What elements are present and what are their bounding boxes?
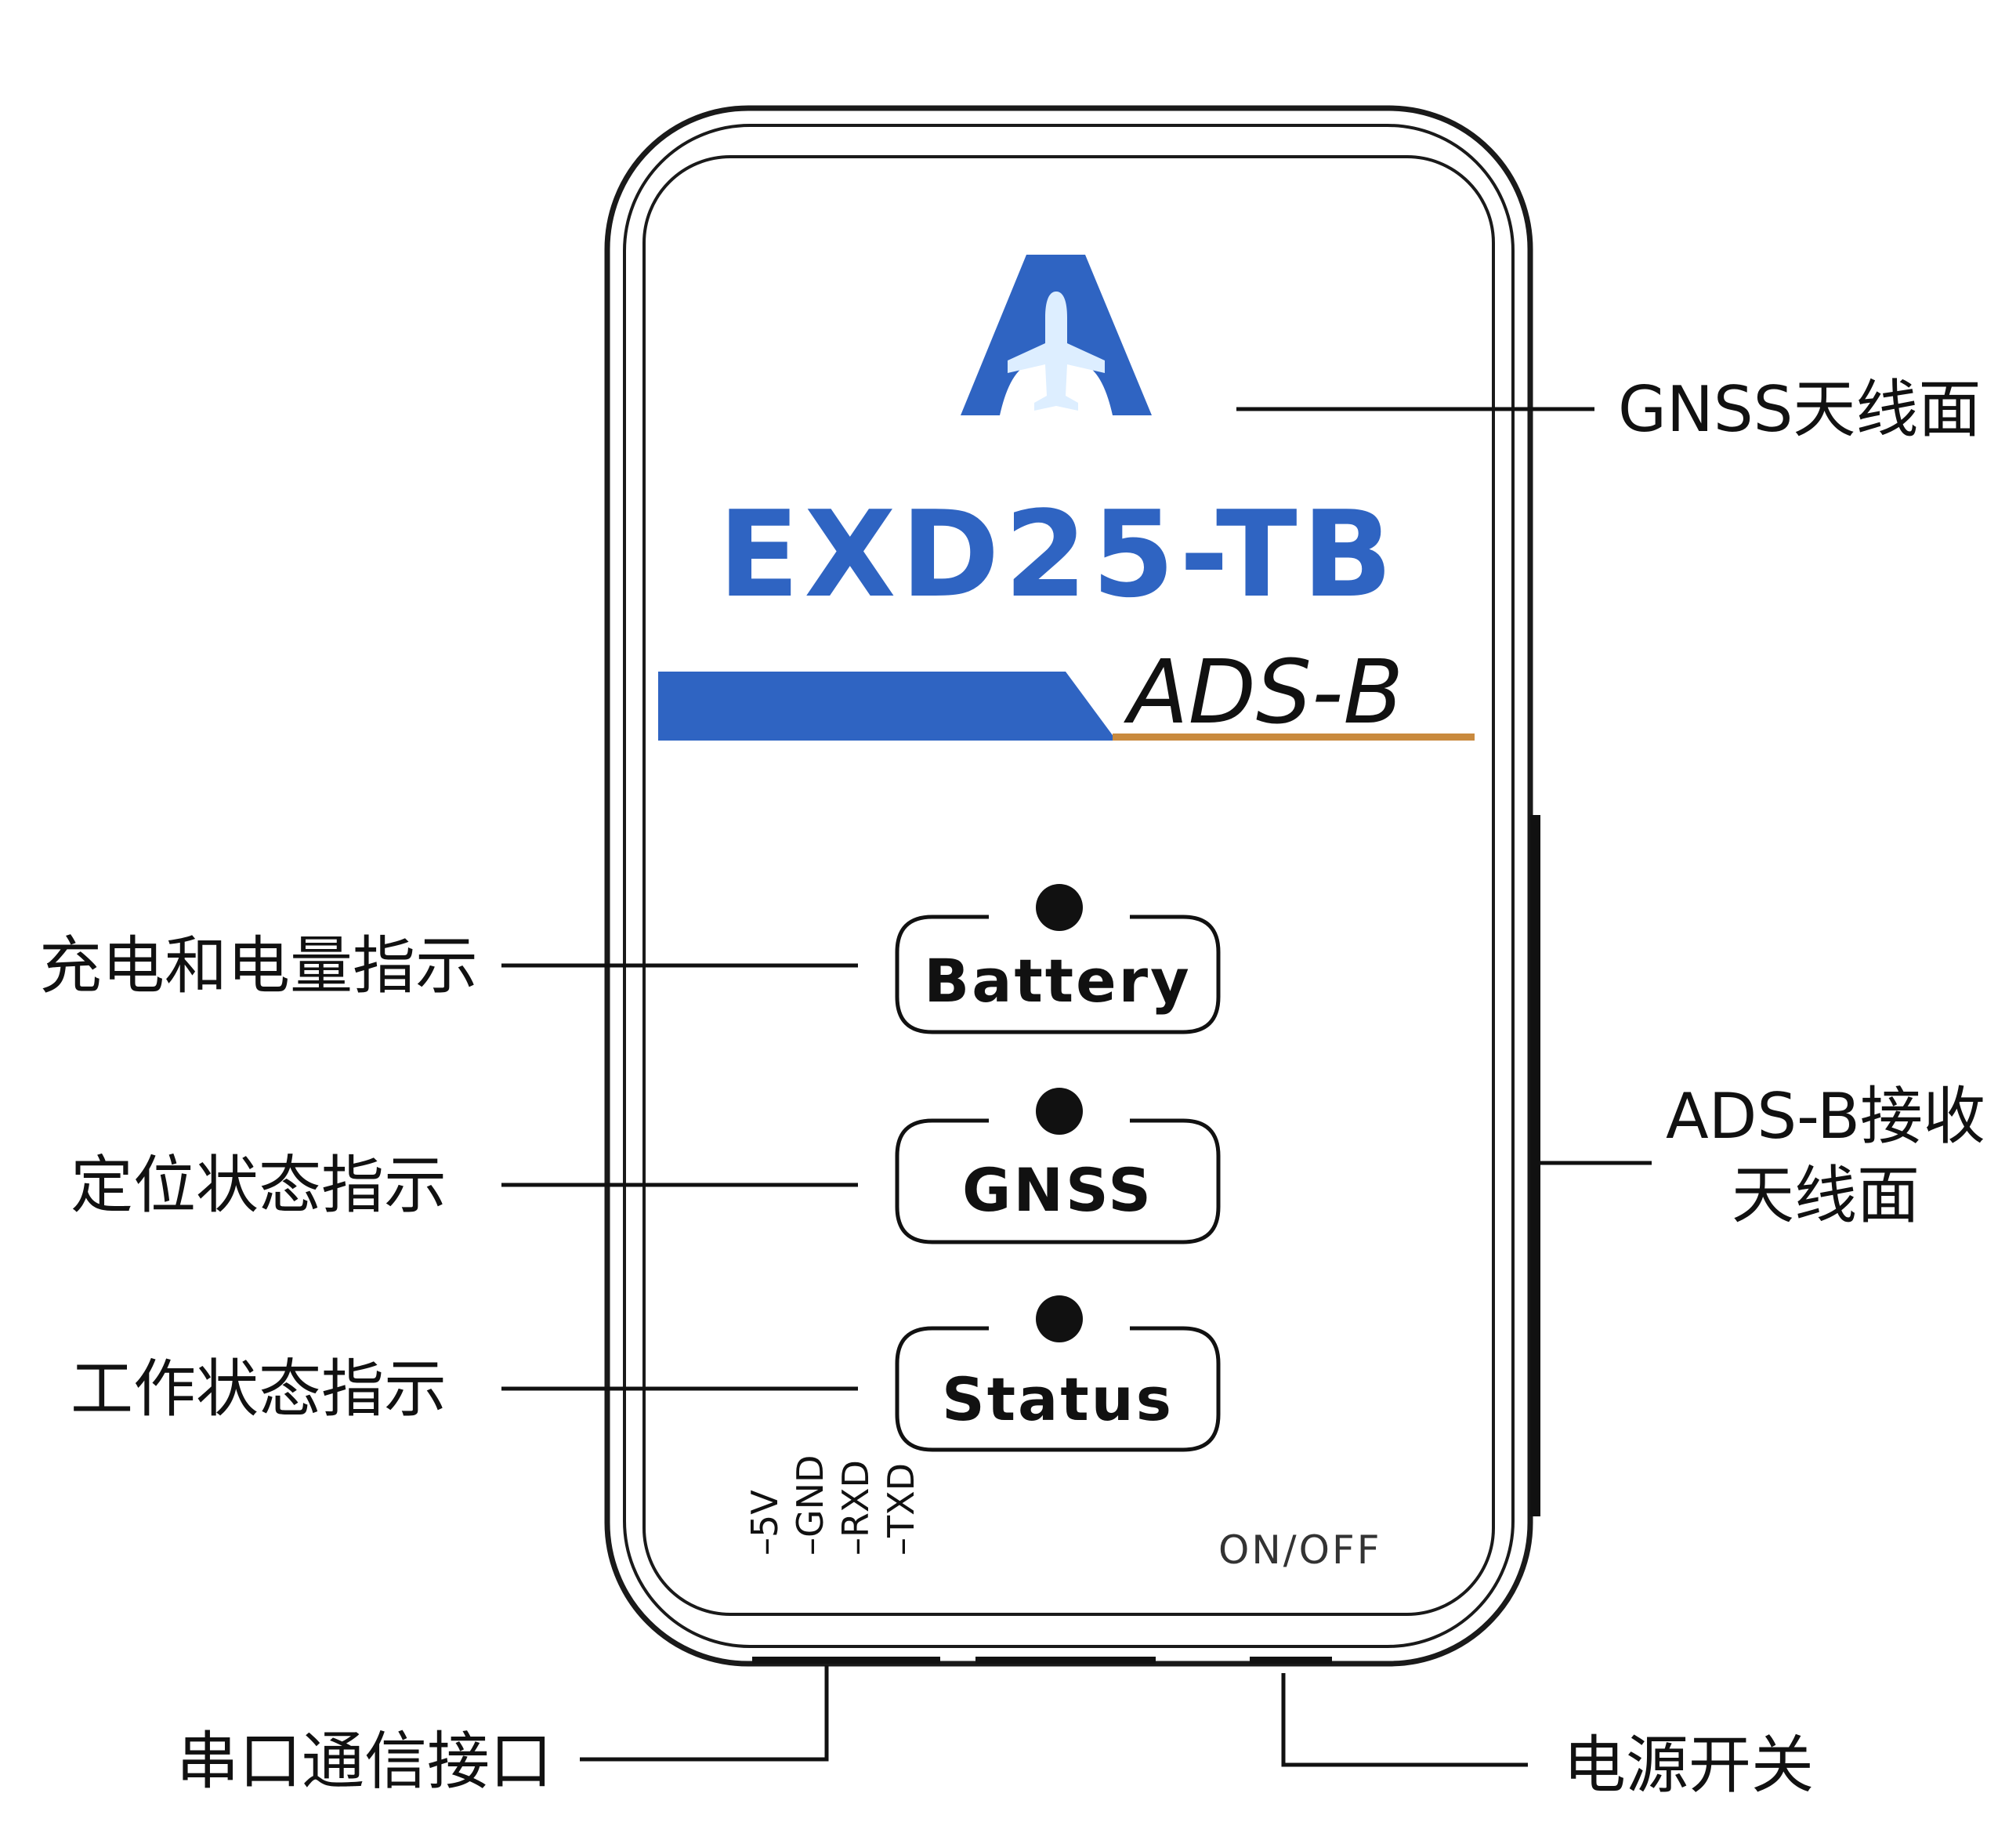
device-body	[604, 105, 1540, 1667]
indicator-battery: Battery	[895, 884, 1221, 1034]
adsb-antenna-callout-line1: ADS-B接收	[1666, 1080, 1985, 1153]
pin-label-5v: –5V	[744, 1490, 786, 1556]
callout-lines	[501, 407, 1652, 1767]
battery-label: Battery	[924, 946, 1191, 1016]
status-led	[1036, 1295, 1083, 1342]
bottom-middle-slot	[975, 1657, 1156, 1664]
positioning-indicator-callout: 定位状态指示	[71, 1149, 447, 1222]
battery-led	[1036, 884, 1083, 931]
adsb-band	[658, 672, 1475, 741]
battery-indicator-callout: 充电和电量指示	[39, 929, 478, 1002]
pin-label-rxd: –RXD	[834, 1460, 877, 1556]
aircraft-a-logo-icon	[961, 255, 1152, 415]
power-switch-label: ON/OFF	[1218, 1527, 1381, 1573]
pin-label-gnd: –GND	[789, 1455, 831, 1556]
device-inner-edge	[623, 124, 1515, 1648]
device-face-panel	[642, 155, 1495, 1616]
band-accent-line	[1113, 734, 1475, 741]
work-indicator-callout: 工作状态指示	[71, 1353, 447, 1425]
indicator-status: Status	[895, 1295, 1221, 1452]
blue-band	[658, 672, 1117, 741]
model-name: EXD25-TB	[718, 485, 1397, 624]
power-switch-slot	[1250, 1657, 1332, 1664]
power-switch-callout: 电源开关	[1563, 1729, 1814, 1802]
gnss-led	[1036, 1088, 1083, 1135]
serial-port-slot	[752, 1657, 940, 1664]
band-label: ADS-B	[1124, 642, 1403, 744]
status-label: Status	[942, 1364, 1174, 1434]
indicator-gnss: GNSS	[895, 1088, 1221, 1244]
power-switch-leader	[1281, 1673, 1528, 1767]
serial-port-callout: 串口通信接口	[176, 1725, 552, 1798]
gnss-antenna-callout: GNSS天线面	[1618, 373, 1981, 446]
gnss-label: GNSS	[962, 1155, 1153, 1225]
pin-label-txd: –TXD	[880, 1463, 922, 1556]
adsb-antenna-callout-line2: 天线面	[1732, 1159, 1920, 1232]
adsb-antenna-side-bar	[1530, 815, 1540, 1516]
serial-pin-labels: –5V –GND –RXD –TXD	[744, 1455, 922, 1556]
serial-port-leader	[580, 1665, 829, 1762]
